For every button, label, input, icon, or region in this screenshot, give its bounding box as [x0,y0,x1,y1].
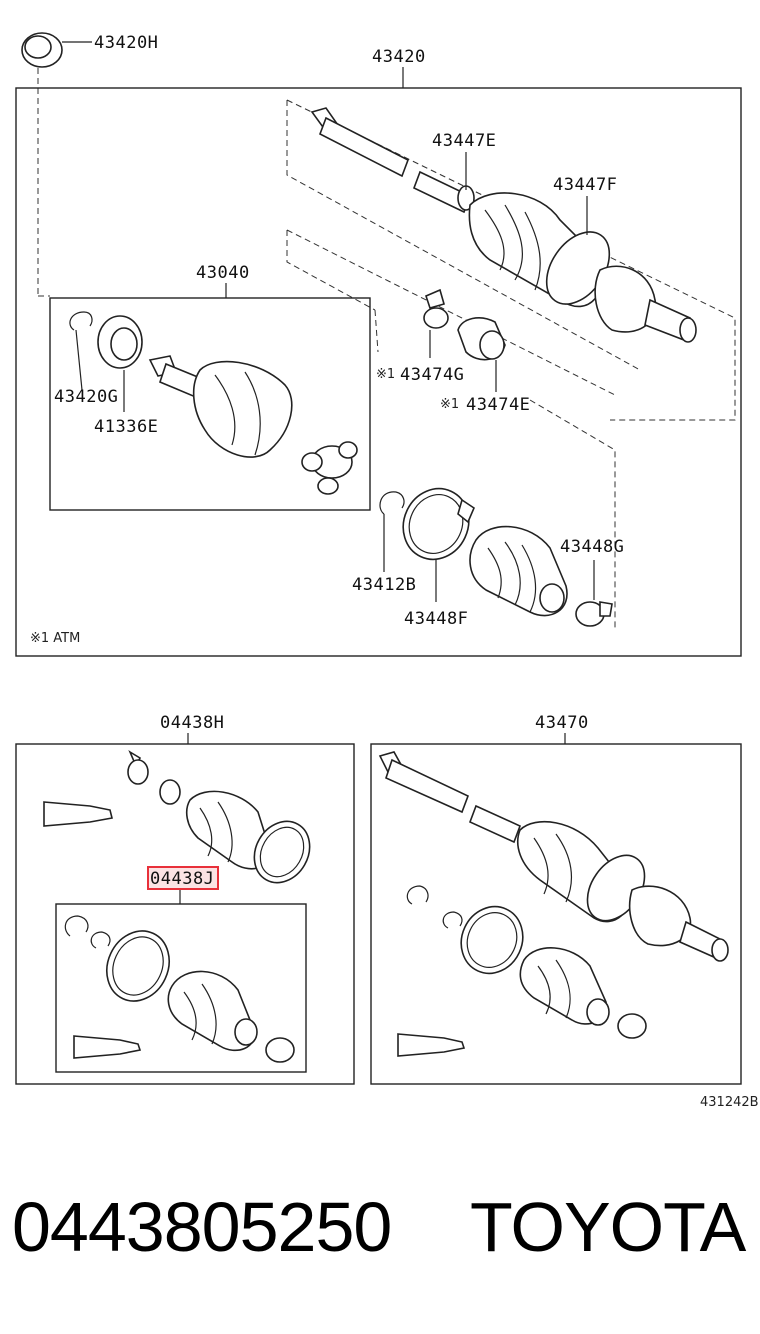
assembly-box-43470 [370,743,742,1085]
kit-04438j-parts [64,915,295,1063]
label-43420h[interactable]: 43420H [94,33,158,53]
label-43474e[interactable]: 43474E [466,395,530,415]
inboard-boot [469,525,568,617]
shaft-43470-parts [378,751,729,1057]
label-43420[interactable]: 43420 [372,47,426,67]
highlight-box-04438j [147,866,219,890]
label-43412b[interactable]: 43412B [352,575,416,595]
label-43448g[interactable]: 43448G [560,537,624,557]
label-04438j[interactable]: 04438J [150,869,214,889]
part-43474e-damper [457,317,506,392]
label-43470[interactable]: 43470 [535,713,589,733]
kit-04438h-parts [43,750,311,884]
part-43420g-snap-ring [69,311,93,391]
assembly-box-43420 [15,87,742,657]
part-43448g-clamp [575,560,613,627]
label-43448f[interactable]: 43448F [404,609,468,629]
label-43447e[interactable]: 43447E [432,131,496,151]
label-43420g[interactable]: 43420G [54,387,118,407]
part-43412b-snap-ring [379,491,405,572]
outer-shaft-assembly [310,107,697,343]
kit-box-04438h [15,743,355,1085]
label-43040[interactable]: 43040 [196,263,250,283]
kit-box-04438j [55,903,307,1073]
diagram-code: 431242B [700,1095,759,1110]
tripod-joint [301,441,358,495]
part-43448f-band [402,487,475,602]
brand-name: TOYOTA [470,1188,746,1266]
label-43447f[interactable]: 43447F [553,175,617,195]
note-mark-43474e: ※1 [440,397,459,412]
part-41336e-ring [97,315,143,412]
note-mark-43474g: ※1 [376,367,395,382]
assembly-box-43040 [49,297,371,511]
atm-note: ※1 ATM [30,631,80,646]
part-43420h-seal [21,32,92,68]
label-04438h[interactable]: 04438H [160,713,224,733]
label-41336e[interactable]: 41336E [94,417,158,437]
inboard-joint-housing [148,355,293,458]
part-number: 0443805250 [12,1188,392,1266]
label-43474g[interactable]: 43474G [400,365,464,385]
part-43474g-clamp [423,288,449,358]
